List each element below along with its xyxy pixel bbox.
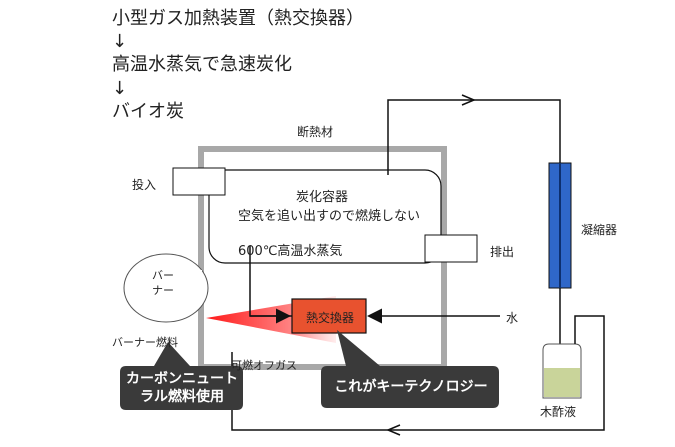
output-label: 排出: [490, 245, 515, 259]
condenser-label: 凝縮器: [581, 223, 618, 237]
callout-carbon-neutral-bubble: [120, 342, 243, 410]
vessel-note: 空気を追い出すので燃焼しない: [238, 209, 421, 224]
insulation-label: 断熱材: [297, 125, 334, 139]
vessel-title: 炭化容器: [296, 190, 349, 205]
carbonization-vessel: [208, 169, 442, 264]
steam-label: 600℃高温水蒸気: [238, 244, 343, 259]
burner-label: バーナー: [152, 269, 174, 297]
output-port: [424, 234, 478, 263]
wood-vinegar-label: 木酢液: [540, 405, 577, 419]
burner-fuel-label: バーナー燃料: [112, 336, 178, 349]
flow-step-2: 高温水蒸気で急速炭化: [112, 54, 292, 75]
flow-step-1: 小型ガス加熱装置（熱交換器）: [112, 8, 364, 29]
water-label: 水: [506, 311, 519, 325]
heat-exchanger-label: 熱交換器: [306, 311, 355, 325]
combustible-offgas-label: 可燃オフガス: [231, 359, 297, 372]
callout-carbon-neutral: カーボンニュートラル燃料使用: [126, 371, 238, 405]
burner-shape: [123, 253, 209, 323]
input-label: 投入: [132, 178, 157, 192]
vinegar-liquid: [544, 368, 580, 397]
input-port: [172, 167, 226, 196]
flow-arrow-1: ↓: [112, 31, 128, 52]
vapor-pipe: [387, 99, 561, 175]
callout-key-technology: これがキーテクノロジー: [334, 379, 488, 395]
flow-step-3: バイオ炭: [112, 101, 184, 122]
return-line: [231, 315, 605, 431]
callout-key-tech-bubble: [321, 330, 499, 408]
flow-arrow-2: ↓: [112, 78, 128, 99]
